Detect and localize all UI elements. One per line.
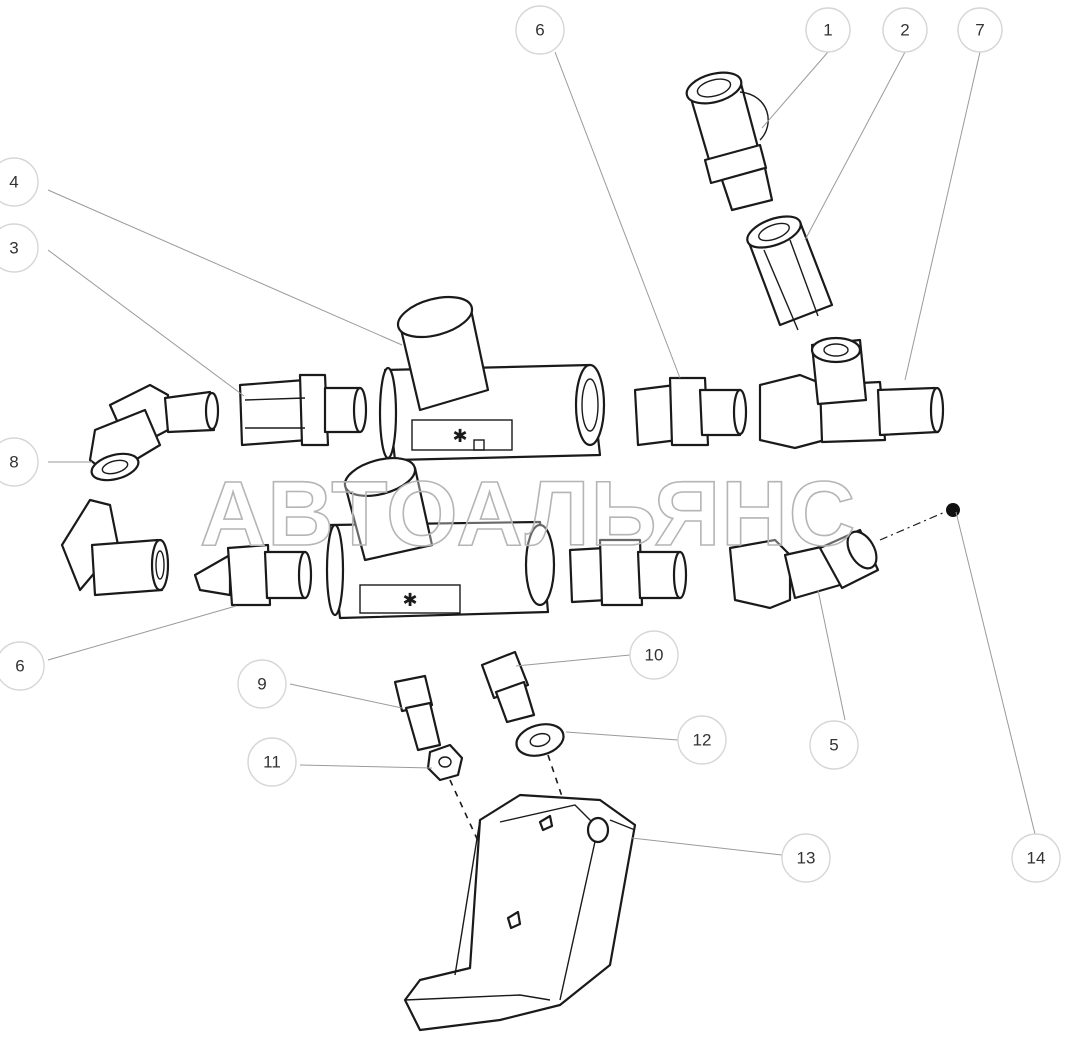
svg-text:3: 3 bbox=[9, 239, 18, 258]
svg-text:6: 6 bbox=[535, 21, 544, 40]
part-valve-block-lower: ✱ bbox=[325, 457, 556, 620]
svg-text:✱: ✱ bbox=[402, 590, 417, 611]
svg-text:1: 1 bbox=[823, 21, 832, 40]
svg-text:13: 13 bbox=[797, 849, 816, 868]
callout-13: 13 bbox=[781, 833, 831, 883]
svg-text:11: 11 bbox=[263, 753, 281, 772]
callout-3: 3 bbox=[0, 223, 39, 273]
callout-6-bottom: 6 bbox=[0, 641, 45, 691]
callout-4: 4 bbox=[0, 157, 39, 207]
callout-11: 11 bbox=[247, 737, 297, 787]
part-hex-nipple-lower-right bbox=[568, 538, 688, 607]
callout-9: 9 bbox=[237, 659, 287, 709]
watermark: АВТОАЛЬЯНС bbox=[200, 463, 856, 565]
part-hex-nipple-lower bbox=[193, 543, 313, 607]
part-hex-nut bbox=[426, 743, 464, 782]
part-valve-block-upper: ✱ bbox=[378, 295, 606, 462]
part-hex-coupling-nut bbox=[746, 215, 834, 331]
svg-text:12: 12 bbox=[693, 731, 712, 750]
callout-1: 1 bbox=[805, 7, 851, 53]
svg-text:9: 9 bbox=[257, 675, 266, 694]
callout-14: 14 bbox=[1011, 833, 1061, 883]
svg-text:2: 2 bbox=[900, 21, 909, 40]
part-quick-coupling-cap bbox=[685, 71, 774, 212]
svg-text:✱: ✱ bbox=[452, 426, 467, 447]
svg-text:10: 10 bbox=[645, 646, 664, 665]
callout-2: 2 bbox=[882, 7, 928, 53]
part-45-elbow bbox=[728, 528, 880, 610]
svg-text:8: 8 bbox=[9, 453, 18, 472]
leader-lines bbox=[47, 51, 1036, 856]
callout-8: 8 bbox=[0, 437, 39, 487]
callout-5: 5 bbox=[809, 720, 859, 770]
part-mounting-bracket bbox=[403, 793, 637, 1032]
part-elbow-fitting-upper bbox=[88, 383, 220, 482]
part-straight-union bbox=[238, 373, 368, 447]
svg-text:5: 5 bbox=[829, 736, 838, 755]
callout-7: 7 bbox=[957, 7, 1003, 53]
callout-6-top: 6 bbox=[515, 5, 565, 55]
callout-12: 12 bbox=[677, 715, 727, 765]
part-dot-marker bbox=[879, 503, 960, 541]
part-hex-nipple-upper bbox=[633, 376, 748, 447]
callout-10: 10 bbox=[629, 630, 679, 680]
svg-text:6: 6 bbox=[15, 657, 24, 676]
svg-text:14: 14 bbox=[1027, 849, 1046, 868]
part-washer bbox=[515, 723, 565, 757]
svg-text:4: 4 bbox=[9, 173, 18, 192]
part-bolt-small bbox=[393, 674, 442, 752]
part-tee-fitting bbox=[758, 336, 945, 450]
part-bolt-large bbox=[480, 650, 536, 724]
svg-text:7: 7 bbox=[975, 21, 984, 40]
part-elbow-fitting-lower bbox=[60, 498, 170, 597]
